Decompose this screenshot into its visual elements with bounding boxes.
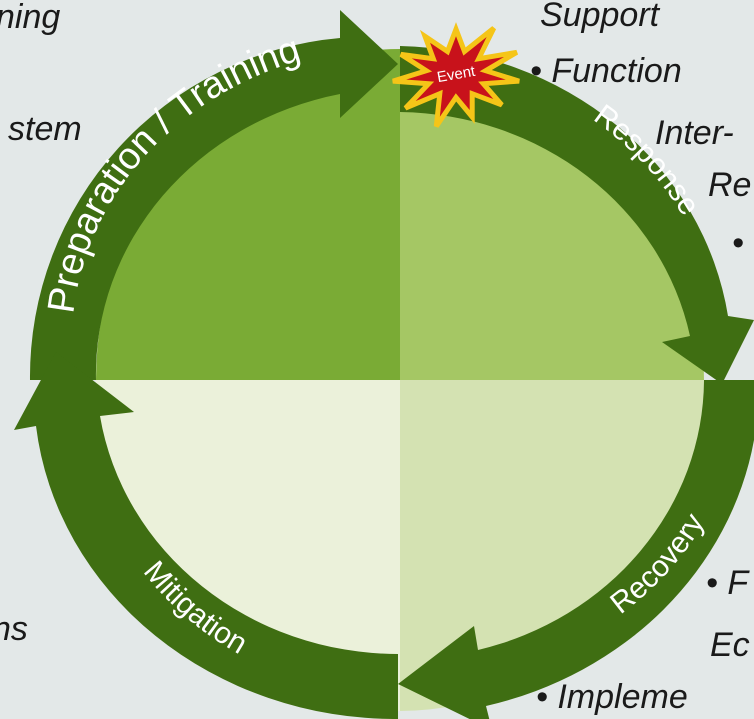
- right-text-line-3: Inter-: [655, 114, 734, 152]
- right-text-line-8: • Impleme: [536, 678, 688, 716]
- quadrant-top-left: [96, 49, 400, 380]
- right-text-line-4: Re: [708, 166, 752, 204]
- left-text-line-3: ns: [0, 610, 28, 648]
- quadrant-bottom-right: [400, 380, 704, 711]
- arrow-preparation-training: [29, 10, 399, 380]
- arrow-recovery: [398, 380, 754, 719]
- left-text-line-2: stem: [8, 110, 82, 148]
- event-burst: Event: [392, 22, 520, 128]
- event-label: Event: [436, 63, 478, 87]
- right-text-line-2: • Function: [530, 52, 682, 90]
- arrow-mitigation: [14, 352, 398, 719]
- quadrant-top-right: [400, 49, 704, 380]
- right-text-line-5: •: [732, 224, 744, 262]
- right-text-line-1: Support: [540, 0, 660, 34]
- right-text-line-6: • F: [706, 564, 749, 602]
- event-burst-shape: [392, 22, 520, 128]
- quadrant-bottom-left: [96, 380, 400, 711]
- right-text-line-7: Ec: [710, 626, 750, 664]
- left-text-line-1: ning: [0, 0, 61, 36]
